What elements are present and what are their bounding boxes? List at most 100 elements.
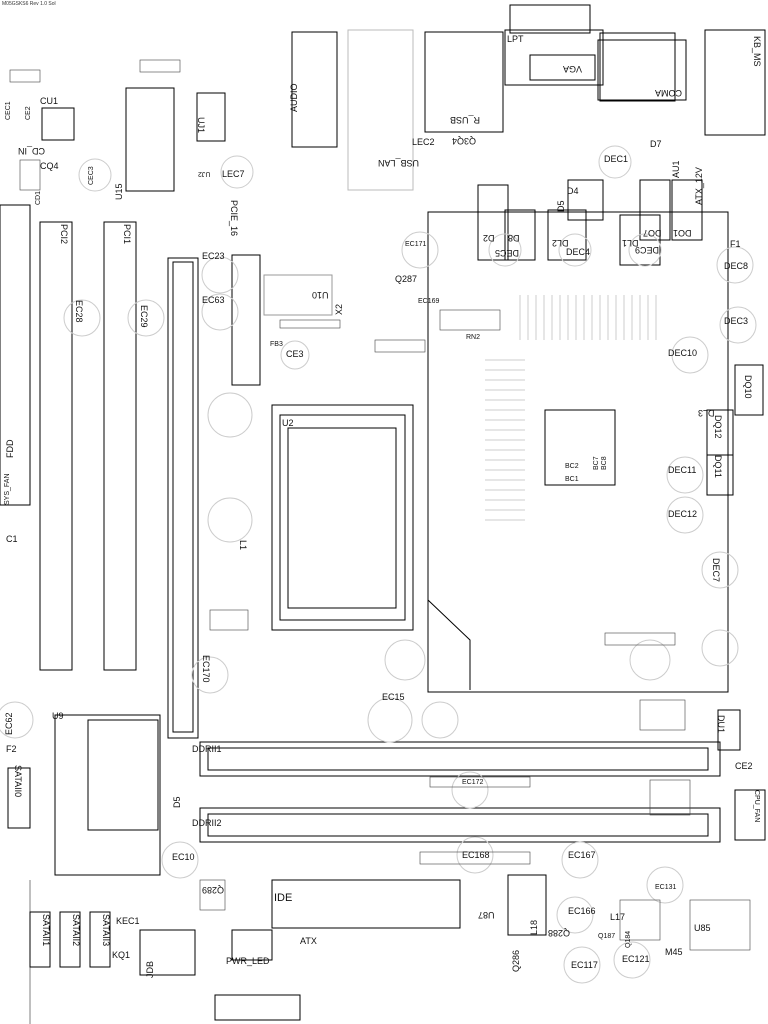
cap-misc-5 (421, 701, 459, 739)
chip-u15 (125, 87, 175, 192)
label-q288: Q288 (548, 928, 571, 938)
label-ddrii2: DDRII2 (192, 818, 222, 828)
label-ec131: EC131 (655, 884, 677, 891)
label-dec3: DEC3 (724, 316, 749, 326)
cap-ec167 (561, 841, 599, 879)
cap-ec168 (456, 836, 494, 874)
label-ec171: EC171 (405, 241, 427, 248)
cap-ec10 (161, 841, 199, 879)
cap-ec63 (201, 293, 239, 331)
chip-x2 (231, 254, 261, 386)
cap-dec10 (671, 336, 709, 374)
cap-ec131 (646, 866, 684, 904)
label-au1: AU1 (671, 160, 681, 178)
kb-ms-connector (704, 29, 766, 136)
label-audio: AUDIO (289, 83, 299, 112)
cap-ec121 (613, 941, 651, 979)
label-cec1: CEC1 (5, 101, 12, 120)
cap-ec166 (556, 896, 594, 934)
cap-ec172 (451, 771, 489, 809)
chip-u9-inner (87, 719, 159, 831)
label-lpt: LPT (507, 34, 524, 44)
label-atx-12v: ATX_12V (694, 167, 704, 205)
label-x2: X2 (334, 303, 344, 315)
coma-connector (597, 39, 687, 101)
label-do7: DO7 (643, 228, 662, 238)
cap-dec7 (701, 551, 739, 589)
label-r-usb: R_USB (450, 115, 481, 125)
label-pci1: PCI1 (122, 224, 132, 245)
cap-ec29 (127, 299, 165, 337)
label-l17: L17 (610, 912, 626, 922)
label-ec170: EC170 (201, 655, 211, 683)
label-m45: M45 (665, 947, 683, 957)
label-ec29: EC29 (139, 305, 149, 328)
label-bc2: BC2 (565, 463, 579, 470)
socket-cutout (427, 599, 471, 690)
label-u9: U9 (52, 711, 64, 721)
label-q286: Q286 (511, 949, 521, 972)
label-lec2: LEC2 (412, 137, 435, 147)
ide-connector (271, 879, 461, 929)
cpu-center (544, 409, 616, 486)
label-dq11: DQ11 (713, 455, 723, 478)
label-cd1: CD1 (35, 190, 42, 205)
label-cq4: CQ4 (40, 161, 59, 171)
label-pwr-led: PWR_LED (226, 956, 270, 966)
ram-inner (599, 32, 676, 102)
label-dec7: DEC7 (711, 558, 721, 583)
label-cu1: CU1 (40, 96, 59, 106)
do1-block (671, 179, 703, 241)
label-ec166: EC166 (568, 906, 596, 916)
cap-misc-3 (384, 639, 426, 681)
label-dec1: DEC1 (604, 154, 629, 164)
label-dq12: DQ12 (713, 415, 723, 439)
label-fb3: FB3 (270, 341, 283, 348)
chip-u10 (263, 274, 333, 316)
label-sata3: SATAII3 (101, 914, 111, 947)
audio-connector (291, 31, 338, 148)
label-dec11: DEC11 (668, 465, 697, 475)
label-jdb: JDB (145, 960, 155, 978)
label-atx: ATX (300, 936, 317, 946)
label-uj2: UJ2 (198, 170, 211, 177)
label-uj1: UJ1 (196, 117, 206, 134)
label-u87: U87 (478, 910, 495, 920)
pcie16-inner (172, 261, 194, 733)
label-ec167: EC167 (568, 850, 596, 860)
label-coma: COMA (655, 88, 682, 98)
cap-dec3 (719, 306, 757, 344)
label-sata0: SATAII0 (13, 765, 23, 798)
dq10-block (734, 364, 764, 416)
label-bc1: BC1 (565, 476, 579, 483)
cap-cec3 (78, 158, 112, 192)
label-kq1: KQ1 (112, 950, 131, 960)
cap-misc-4 (701, 629, 739, 667)
label-cec3: CEC3 (88, 166, 95, 185)
label-lec7: LEC7 (222, 169, 245, 179)
label-ec169: EC169 (418, 298, 440, 305)
chipset-u2-outer (271, 404, 414, 631)
atx-connector (214, 994, 301, 1021)
pci2-slot (39, 221, 73, 671)
label-d4: D4 (567, 186, 579, 196)
cap-ec15 (367, 697, 413, 743)
label-bc8: BC8 (601, 456, 608, 470)
cap-dec4 (558, 233, 592, 267)
label-ec23: EC23 (202, 251, 225, 261)
label-dl2: DL2 (552, 238, 569, 248)
fdd-connector (0, 204, 31, 506)
label-sata2: SATAII2 (71, 914, 81, 947)
label-l18: L18 (529, 919, 539, 935)
label-d5b: D5 (172, 796, 182, 808)
lpt-connector (504, 29, 604, 86)
pwr-led-header (231, 929, 273, 961)
label-u15: U15 (114, 183, 124, 200)
label-rn2: RN2 (466, 334, 481, 341)
label-dec8: DEC8 (724, 261, 749, 271)
label-ec63: EC63 (202, 295, 225, 305)
label-sys-fan: SYS_FAN (4, 473, 11, 505)
dl2-block (547, 209, 587, 261)
label-ce2: CE2 (25, 106, 32, 120)
